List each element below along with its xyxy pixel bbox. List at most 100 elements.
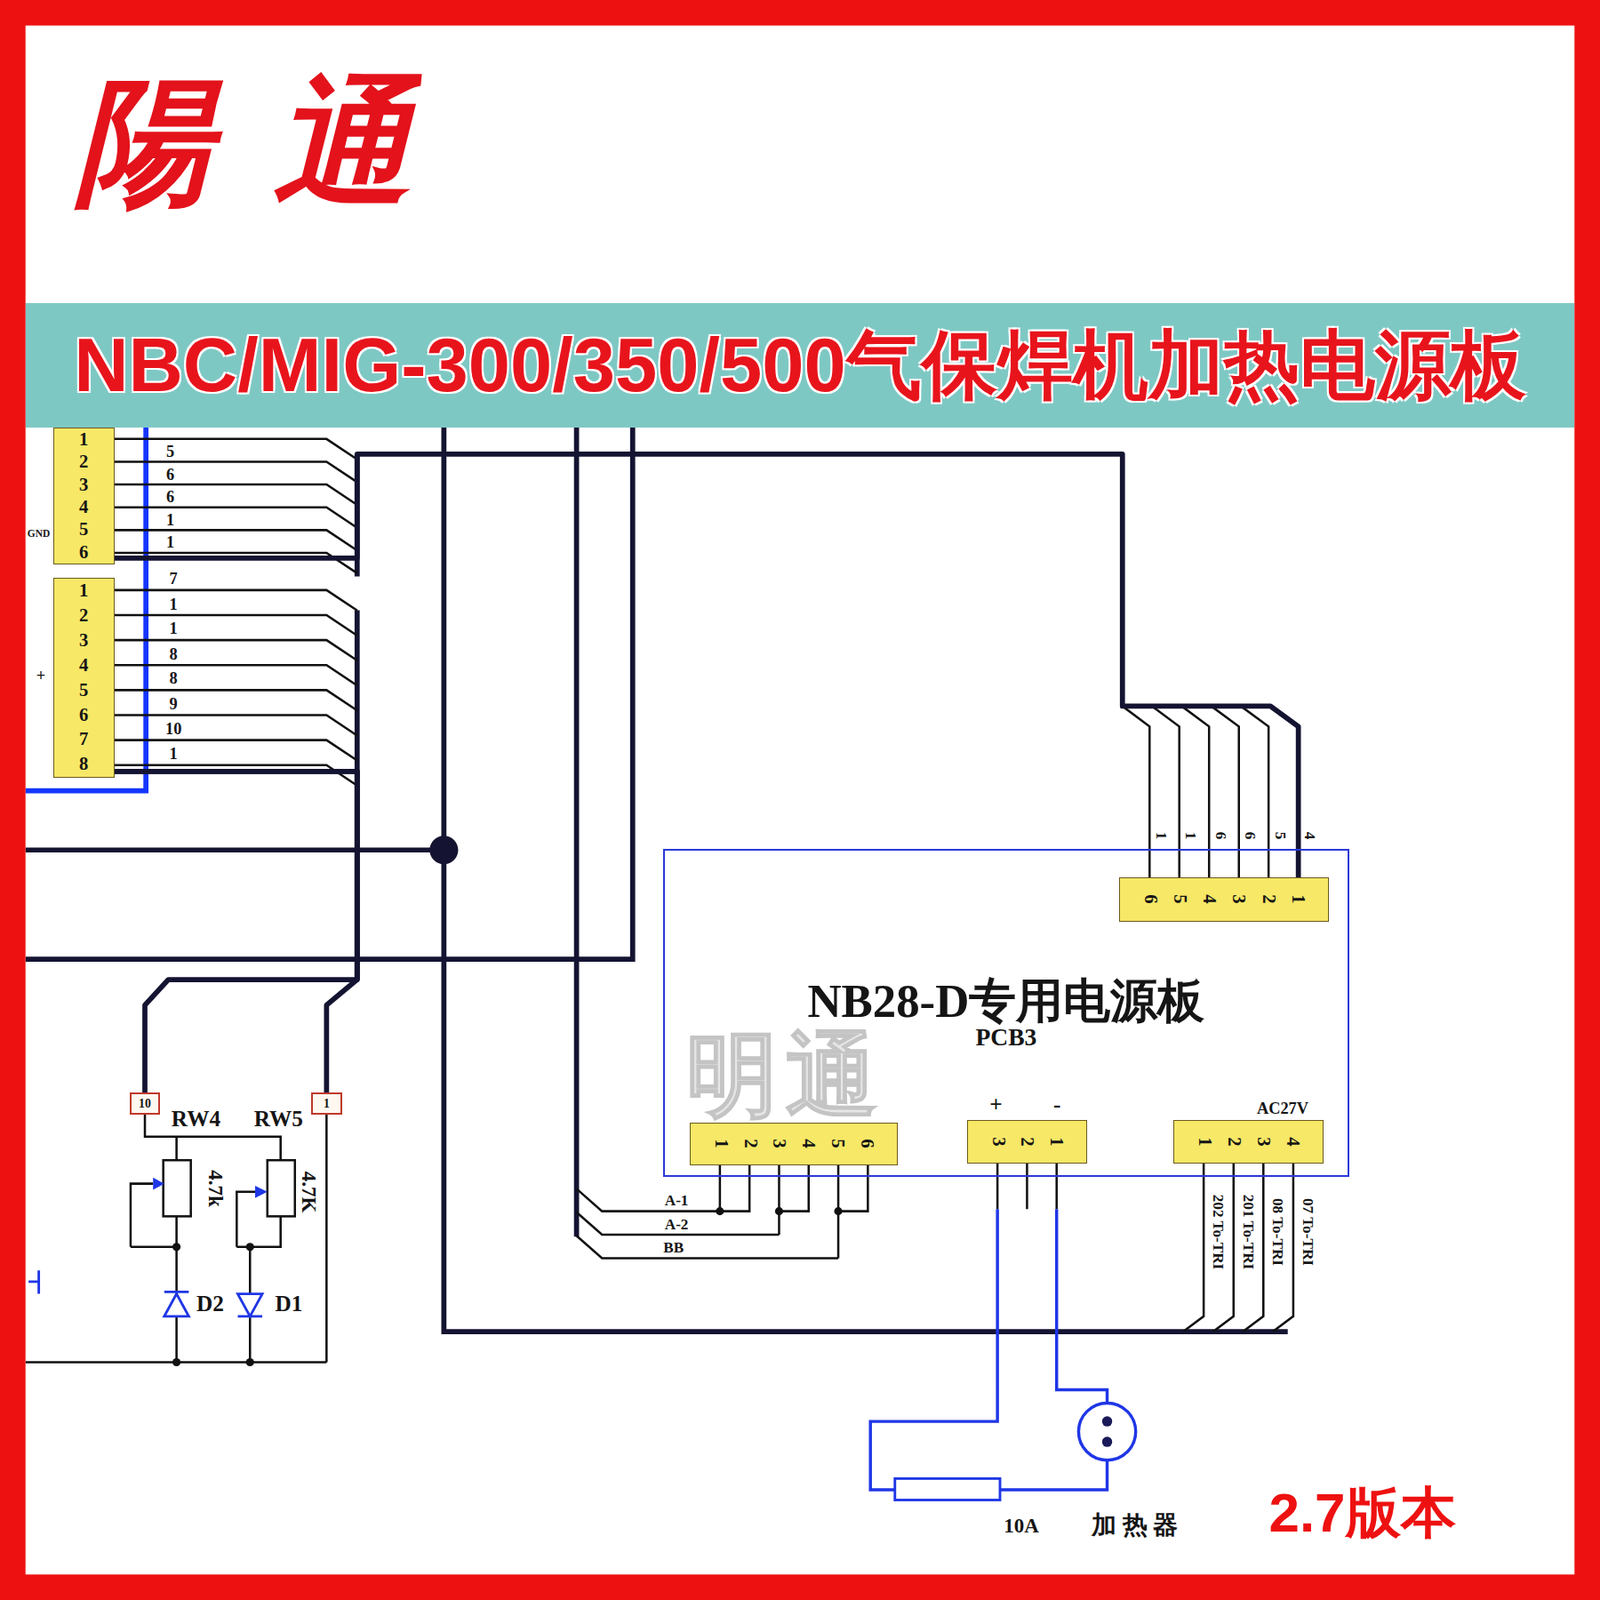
connector-block: 12345678 [53, 577, 115, 778]
connector-block: 654321 [1119, 877, 1328, 921]
pin-number: 2 [79, 451, 88, 472]
pin-number: 5 [79, 519, 88, 540]
wire-label: 9 [169, 695, 178, 714]
blue-bus-wire [25, 427, 146, 792]
wire-label: 1 [166, 510, 175, 529]
pin-number: 2 [1016, 1136, 1038, 1146]
wire-label: BB [663, 1239, 684, 1257]
pin-cell: 6 [852, 1123, 882, 1165]
terminal-tag: 10 [129, 1092, 160, 1114]
wire-label: - [1053, 1091, 1061, 1118]
pin-cell: 6 [1136, 878, 1166, 920]
pin-cell: 1 [705, 1123, 736, 1165]
pin-number: 1 [1193, 1136, 1215, 1146]
pin-number: 2 [1223, 1136, 1244, 1146]
pin-number: 2 [739, 1139, 760, 1149]
pin-cell: 1 [54, 578, 114, 604]
connector-block: 123456 [689, 1122, 898, 1166]
junction-dot [246, 1242, 255, 1251]
pin-cell: 6 [54, 702, 114, 728]
diode-symbol [28, 1270, 263, 1317]
pin-cell: 4 [54, 652, 114, 678]
terminal-dot [1102, 1436, 1112, 1447]
pin-number: 3 [1253, 1136, 1274, 1146]
wire-label: 1 [166, 533, 175, 552]
pin-number: 3 [79, 474, 88, 496]
junction-dot [246, 1358, 255, 1367]
pin-number: 1 [1287, 895, 1308, 904]
pin-number: 7 [79, 728, 88, 750]
pin-cell: 5 [54, 677, 114, 703]
pin-number: 5 [827, 1139, 848, 1149]
junction-dot [172, 1242, 181, 1251]
pin-number: 1 [1046, 1136, 1067, 1146]
pin-number: 6 [1140, 895, 1161, 904]
wire-label: D2 [196, 1289, 224, 1316]
red-frame [12, 12, 1588, 1588]
wire-label: 8 [169, 644, 178, 664]
pin-cell: 3 [1248, 1120, 1279, 1162]
wire-label: RW5 [254, 1105, 304, 1132]
fuse-symbol [895, 1478, 1000, 1500]
pin-cell: 3 [1224, 878, 1254, 920]
junction-dot [715, 1207, 724, 1216]
wire-label: 10A [1003, 1514, 1040, 1538]
wire-label: D1 [274, 1289, 303, 1316]
pin-cell: 5 [1165, 878, 1195, 920]
junction-dot [775, 1207, 784, 1216]
heater-symbol [1078, 1402, 1136, 1460]
pin-number: 4 [1199, 895, 1220, 904]
title-banner-text: NBC/MIG-300/350/500气保焊机加热电源板 [73, 313, 1527, 416]
tag-number: 10 [138, 1096, 152, 1112]
terminal-tag: 1 [311, 1092, 342, 1114]
pin-cell: 2 [735, 1123, 765, 1165]
wire-label: A-1 [664, 1192, 689, 1210]
version-note: 2.7版本 [1268, 1475, 1456, 1551]
pin-number: 4 [79, 655, 88, 676]
wire-label: 201 To-TRI [1239, 1193, 1257, 1270]
wire-label: 1 [169, 594, 178, 614]
heater-wire [870, 1208, 1107, 1490]
pin-cell: 2 [1012, 1120, 1042, 1162]
wire-label: 6 [1211, 832, 1230, 840]
pin-cell: 6 [54, 540, 114, 563]
pin-number: 6 [856, 1139, 878, 1149]
pin-cell: 1 [1189, 1120, 1219, 1162]
pin-number: 6 [79, 542, 88, 563]
pin-cell: 2 [54, 603, 114, 629]
pin-cell: 1 [1282, 878, 1312, 920]
pin-cell: 1 [1041, 1120, 1072, 1162]
wire-label: 07 To-TRI [1298, 1198, 1317, 1266]
wire-label: 1 [169, 619, 178, 639]
title-band [25, 303, 1576, 428]
tag-number: 1 [323, 1096, 330, 1112]
pin-cell: 3 [54, 473, 114, 496]
wire-label: 202 To-TRI [1208, 1193, 1227, 1270]
pin-number: 3 [1228, 895, 1249, 904]
bus-wire [25, 427, 1288, 1332]
wire-label: RW4 [171, 1105, 221, 1132]
pin-cell: 2 [1218, 1120, 1248, 1162]
brand-logo: 陽通 [74, 49, 473, 236]
wire-label: 5 [1271, 832, 1289, 840]
pin-cell: 4 [1194, 878, 1224, 920]
bus-wire [114, 771, 358, 1094]
bus-wire [114, 454, 1299, 878]
pin-cell: 8 [54, 752, 114, 777]
wire-label: 6 [1240, 832, 1259, 840]
watermark: 明通 [686, 1015, 886, 1139]
wire-label: 1 [169, 744, 178, 764]
pin-cell: 7 [54, 727, 114, 752]
wire-label: 6 [166, 464, 175, 484]
pin-cell: 3 [983, 1120, 1013, 1162]
wire-label: 10 [165, 719, 182, 738]
pin-number: 2 [1257, 895, 1279, 904]
pin-number: 5 [79, 680, 88, 701]
pin-number: 6 [79, 704, 88, 726]
wire-label: 7 [169, 568, 178, 588]
junction-dot [833, 1207, 842, 1216]
connector-block: 321 [967, 1120, 1087, 1163]
